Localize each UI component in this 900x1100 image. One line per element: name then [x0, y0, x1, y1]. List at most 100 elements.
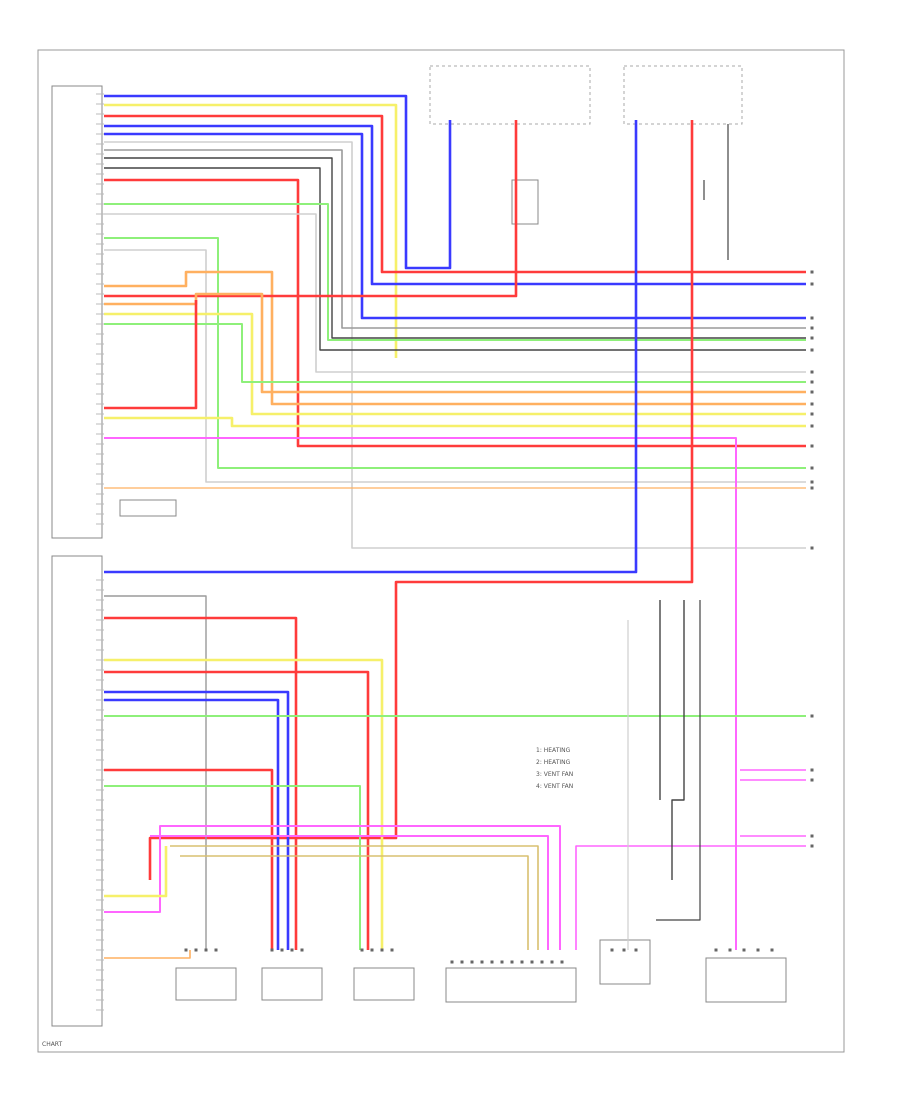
legend-item-2: 2: HEATING — [536, 759, 571, 766]
wire-blue-top-2 — [104, 124, 806, 286]
right-terminal-8 — [810, 390, 814, 394]
switch1-pin-3 — [214, 948, 218, 952]
blower-pin-0 — [714, 948, 718, 952]
wire-green-mid — [104, 323, 806, 383]
wire-magenta-lower-2 — [150, 835, 549, 950]
relay-pin-2 — [634, 948, 638, 952]
right-terminal-2 — [810, 316, 814, 320]
relay-pin-1 — [622, 948, 626, 952]
legend-item-4: 4: VENT FAN — [536, 783, 573, 790]
diagram-code: CHART — [42, 1041, 63, 1048]
connector-pin-8 — [530, 960, 534, 964]
connector-pin-5 — [500, 960, 504, 964]
wire-magenta-top — [104, 437, 737, 950]
right-terminal-6 — [810, 370, 814, 374]
switch3-pin-0 — [360, 948, 364, 952]
wire-gray-top-3 — [104, 213, 806, 373]
blower-pin-3 — [756, 948, 760, 952]
heater-relay — [599, 939, 651, 985]
wire-blue-lower-2 — [104, 698, 280, 950]
wire-blue-lower-1 — [104, 690, 290, 950]
fuse-box-left — [429, 65, 591, 125]
wire-red-lower-2 — [104, 670, 370, 950]
relay-pin-0 — [610, 948, 614, 952]
connector-pin-11 — [560, 960, 564, 964]
wire-dark-2 — [104, 167, 806, 351]
connector-pin-4 — [490, 960, 494, 964]
wire-blue-top-1 — [104, 94, 452, 270]
switch2-pin-2 — [290, 948, 294, 952]
legend-item-1: 1: HEATING — [536, 747, 571, 754]
right-terminal-9 — [810, 402, 814, 406]
main-control-module — [51, 85, 103, 539]
right-terminal-12 — [810, 444, 814, 448]
switch2-pin-1 — [280, 948, 284, 952]
right-terminal-18 — [810, 768, 814, 772]
switch1-pin-1 — [194, 948, 198, 952]
connector-pin-0 — [450, 960, 454, 964]
wire-red-lower-1 — [104, 616, 298, 950]
right-terminal-1 — [810, 282, 814, 286]
wire-tan-1 — [170, 845, 539, 950]
right-terminal-20 — [810, 834, 814, 838]
right-terminal-21 — [810, 844, 814, 848]
wire-gray-top-4 — [104, 249, 806, 483]
switch1-pin-2 — [204, 948, 208, 952]
switch2-pin-3 — [300, 948, 304, 952]
small-block-left — [119, 499, 177, 517]
right-terminal-4 — [810, 336, 814, 340]
wire-yellow-low — [104, 416, 806, 428]
connector-pins — [184, 270, 814, 964]
connector-pin-10 — [550, 960, 554, 964]
connector-pin-2 — [470, 960, 474, 964]
wire-orange-2 — [104, 292, 806, 394]
right-terminal-0 — [810, 270, 814, 274]
seat-switch-1 — [175, 967, 237, 1001]
wire-green-top-1 — [104, 203, 806, 341]
wire-yellow-top — [104, 103, 398, 358]
wire-dark-1 — [104, 157, 806, 339]
seat-switch-3 — [353, 967, 415, 1001]
wires — [104, 94, 806, 959]
wire-gray-lower-1 — [104, 595, 207, 950]
legend: 1: HEATING 2: HEATING 3: VENT FAN 4: VEN… — [536, 747, 573, 790]
wire-gray-top-2 — [104, 149, 806, 329]
wire-red-right — [148, 120, 694, 880]
right-terminal-11 — [810, 424, 814, 428]
wire-red-lower-3 — [104, 768, 274, 950]
blower-pin-1 — [728, 948, 732, 952]
wire-yellow-mid — [104, 312, 806, 416]
diagram-frame — [37, 49, 845, 1053]
wire-blue-top-3 — [104, 132, 806, 320]
blower-pin-2 — [742, 948, 746, 952]
wire-orange-1 — [104, 270, 806, 406]
wire-red-low — [104, 300, 198, 410]
right-terminal-17 — [810, 714, 814, 718]
connector-pin-1 — [460, 960, 464, 964]
wire-red-top-2 — [104, 178, 806, 448]
seat-connector — [445, 967, 577, 1003]
switch2-pin-0 — [270, 948, 274, 952]
right-terminal-10 — [810, 412, 814, 416]
wire-green-top-2 — [104, 237, 806, 469]
seat-switch-2 — [261, 967, 323, 1001]
wire-red-mid — [104, 120, 518, 298]
wire-tan-2 — [180, 855, 529, 950]
connector-pin-3 — [480, 960, 484, 964]
fuse-box-right — [623, 65, 743, 125]
connector-pin-9 — [540, 960, 544, 964]
wire-yellow-lower-2 — [104, 846, 168, 898]
wire-green-lower-2 — [104, 785, 361, 950]
wire-magenta-right — [575, 845, 806, 950]
legend-item-3: 3: VENT FAN — [536, 771, 573, 778]
seat-control-module — [51, 555, 103, 1027]
right-terminal-15 — [810, 486, 814, 490]
switch3-pin-3 — [390, 948, 394, 952]
switch1-pin-0 — [184, 948, 188, 952]
switch3-pin-2 — [380, 948, 384, 952]
wire-yellow-lower-1 — [104, 658, 384, 950]
wire-gray-top-1 — [104, 141, 806, 549]
wire-gray-right-2 — [671, 600, 685, 880]
connector-pin-6 — [510, 960, 514, 964]
component-outlines — [51, 65, 787, 1027]
